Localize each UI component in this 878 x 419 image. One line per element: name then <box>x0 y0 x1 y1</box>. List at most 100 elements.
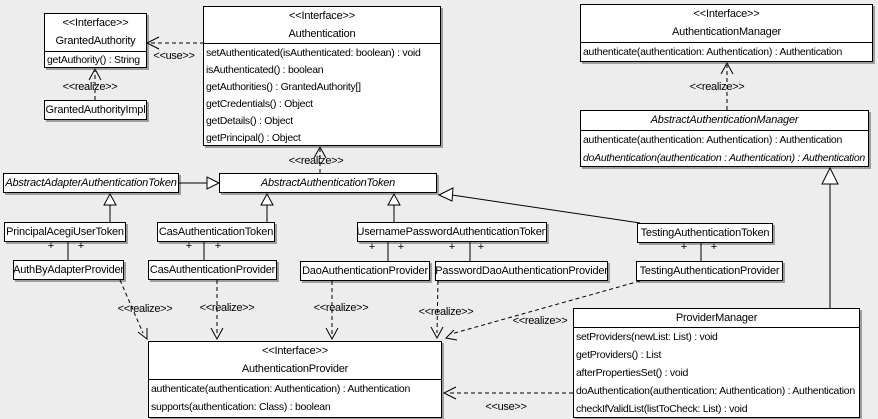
class-box-principal-acegi-user-token: PrincipalAcegiUserToken <box>4 222 126 242</box>
class-name: GrantedAuthorityImpl <box>45 104 146 116</box>
class-title: <<Interface>> AuthenticationManager <box>581 5 872 43</box>
class-name: PrincipalAcegiUserToken <box>6 226 124 238</box>
edge-use-authentication-grantedauthority <box>145 36 204 50</box>
realize-label: <<realize>> <box>689 81 745 93</box>
class-box-provider-manager: ProviderManager setProviders(newList: Li… <box>573 308 860 418</box>
method: authenticate(authentication: Authenticat… <box>583 46 843 58</box>
class-name: AuthenticationProvider <box>241 363 349 375</box>
class-box-cas-authentication-provider: CasAuthenticationProvider <box>148 260 277 280</box>
edge-gen-testing-authentication-token <box>437 187 641 224</box>
plus-marker: + <box>77 240 85 252</box>
use-label: <<use>> <box>485 401 527 413</box>
open-arrowhead <box>325 327 339 341</box>
method: doAuthentication(authentication: Authent… <box>576 385 855 397</box>
method: isAuthenticated() : boolean <box>206 63 324 76</box>
method: supports(authentication: Class) : boolea… <box>151 401 331 413</box>
methods-compartment: getAuthority() : String <box>45 52 146 67</box>
triangle-arrowhead <box>387 192 401 206</box>
class-name: AuthByAdapterProvider <box>13 264 124 276</box>
methods-compartment: setProviders(newList: List) : void getPr… <box>574 328 859 418</box>
realize-label: <<realize>> <box>512 315 568 327</box>
class-box-username-password-authentication-token: UsernamePasswordAuthenticationToken <box>356 222 548 242</box>
plus-marker: + <box>710 241 718 253</box>
plus-marker: + <box>185 240 193 252</box>
method: authenticate(authentication: Authenticat… <box>151 383 411 395</box>
open-arrowhead <box>430 326 444 340</box>
class-box-granted-authority: <<Interface>> GrantedAuthority getAuthor… <box>44 13 147 68</box>
methods-compartment: setAuthenticated(isAuthenticated: boolea… <box>204 44 440 146</box>
method: setProviders(newList: List) : void <box>576 331 718 343</box>
plus-marker: + <box>477 241 485 253</box>
method: getProviders() : List <box>576 349 662 361</box>
class-name: TestingAuthenticationProvider <box>639 265 780 277</box>
triangle-arrowhead <box>206 176 221 190</box>
class-title: ProviderManager <box>574 309 859 328</box>
class-box-auth-by-adapter-provider: AuthByAdapterProvider <box>13 260 124 280</box>
plus-marker: + <box>214 240 222 252</box>
method-abstract: doAuthentication(authentication : Authen… <box>583 152 865 164</box>
class-name: AbstractAdapterAuthenticationToken <box>5 177 177 189</box>
stereotype-interface: <<Interface>> <box>262 345 328 357</box>
triangle-arrowhead <box>260 192 274 206</box>
edge-use-provider-manager <box>442 386 573 400</box>
class-name: AbstractAuthenticationToken <box>260 177 396 189</box>
methods-compartment: authenticate(authentication: Authenticat… <box>149 380 441 416</box>
class-name: PasswordDaoAuthenticationProvider <box>435 265 608 277</box>
class-box-dao-authentication-provider: DaoAuthenticationProvider <box>300 261 430 281</box>
realize-label: <<realize>> <box>62 81 118 93</box>
open-arrowhead <box>137 328 148 341</box>
edge-gen-provider-manager <box>821 166 839 308</box>
class-name: Authentication <box>288 28 356 40</box>
class-title: <<Interface>> GrantedAuthority <box>45 14 146 52</box>
stereotype-interface: <<Interface>> <box>62 17 129 29</box>
method: afterPropertiesSet() : void <box>576 367 689 379</box>
class-box-authentication-provider: <<Interface>> AuthenticationProvider aut… <box>148 341 442 418</box>
use-label: <<use>> <box>153 50 195 62</box>
class-name: TestingAuthenticationToken <box>640 227 770 239</box>
method: getAuthorities() : GrantedAuthority[] <box>206 80 361 93</box>
plus-marker: + <box>368 241 376 253</box>
class-name: UsernamePasswordAuthenticationToken <box>356 226 548 238</box>
triangle-arrowhead <box>437 187 454 202</box>
class-name: GrantedAuthority <box>55 35 136 47</box>
open-arrowhead <box>88 67 102 81</box>
methods-compartment: authenticate(authentication: Authenticat… <box>581 131 868 167</box>
edge-gen-abstract-adapter-token <box>179 176 221 190</box>
method: checkIfValidList(listToCheck: List) : vo… <box>576 403 748 415</box>
class-box-granted-authority-impl: GrantedAuthorityImpl <box>44 100 147 120</box>
realize-label: <<realize>> <box>313 302 369 314</box>
stereotype-interface: <<Interface>> <box>693 8 760 20</box>
class-name: ProviderManager <box>675 312 758 324</box>
realize-label: <<realize>> <box>199 302 255 314</box>
class-name: DaoAuthenticationProvider <box>302 265 428 277</box>
stereotype-interface: <<Interface>> <box>289 10 355 22</box>
class-name: CasAuthenticationToken <box>158 226 274 238</box>
class-box-abstract-authentication-manager: AbstractAuthenticationManager authentica… <box>580 110 869 167</box>
triangle-arrowhead <box>821 166 839 185</box>
method: authenticate(authentication: Authenticat… <box>583 134 843 146</box>
open-arrowhead <box>720 61 734 75</box>
plus-marker: + <box>680 241 688 253</box>
realize-label: <<realize>> <box>117 303 173 315</box>
edge-gen-username-password-token <box>387 192 401 222</box>
class-name: AuthenticationManager <box>672 26 781 38</box>
class-box-cas-authentication-token: CasAuthenticationToken <box>157 222 275 242</box>
open-arrowhead <box>444 329 458 341</box>
realize-label: <<realize>> <box>288 155 344 167</box>
plus-marker: + <box>47 240 55 252</box>
method: getDetails() : Object <box>206 114 293 127</box>
open-arrowhead <box>442 386 457 400</box>
class-box-abstract-adapter-authentication-token: AbstractAdapterAuthenticationToken <box>3 173 179 193</box>
open-arrowhead <box>145 36 160 50</box>
method: getAuthority() : String <box>47 53 140 66</box>
class-box-authentication-manager: <<Interface>> AuthenticationManager auth… <box>580 4 873 62</box>
open-arrowhead <box>210 327 224 341</box>
class-box-testing-authentication-provider: TestingAuthenticationProvider <box>636 261 783 281</box>
class-name: CasAuthenticationProvider <box>149 264 276 276</box>
method: setAuthenticated(isAuthenticated: boolea… <box>206 46 421 59</box>
realize-label: <<realize>> <box>418 306 474 318</box>
class-title: <<Interface>> AuthenticationProvider <box>149 342 441 380</box>
class-name: AbstractAuthenticationManager <box>650 114 799 126</box>
class-box-abstract-authentication-token: AbstractAuthenticationToken <box>219 173 437 193</box>
